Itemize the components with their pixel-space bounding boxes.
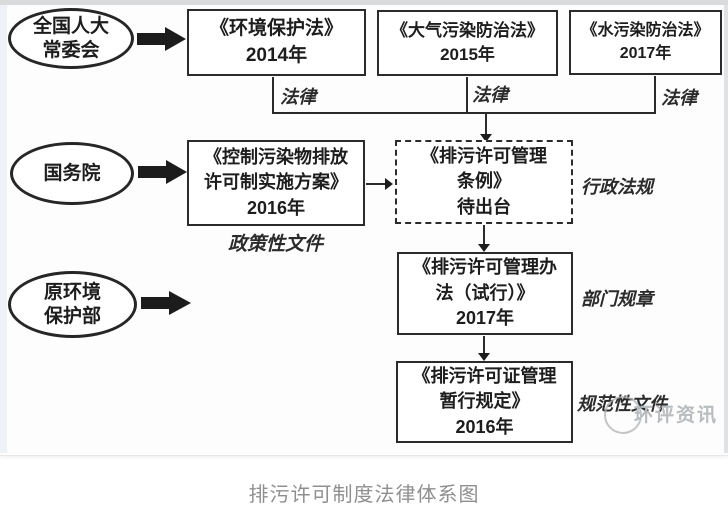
connector-lines [137,27,656,361]
doc-line: 暂行规定》 [439,391,530,412]
category-label-departmental-rule: 部门规章 [581,289,653,310]
doc-line: 2016年 [246,197,306,218]
law-year: 2017年 [619,44,672,62]
arrow-plan-to-regulation [385,178,393,190]
figure-caption: 排污许可制度法律体系图 [248,484,480,506]
photo-right-edge [724,5,728,453]
block-arrow-npc [137,27,186,51]
actor-npc-standing-committee: 全国人大 常委会 [8,8,134,69]
law-box-water-pollution: 《水污染防治法》 2017年 [569,10,722,75]
watermark-logo-icon [604,396,642,434]
category-label-administrative-regulation: 行政法规 [581,177,653,198]
doc-line: 2016年 [455,416,514,437]
block-arrow-state-council [138,160,187,184]
actor-state-council: 国务院 [10,142,134,205]
doc-box-management-measures: 《排污许可管理办 法（试行）》 2017年 [397,252,573,335]
law-tree-lines [272,76,656,135]
actor-former-environment-ministry: 原环境 保护部 [8,271,137,338]
law-box-air-pollution: 《大气污染防治法》 2015年 [377,10,558,76]
law-year: 2015年 [440,45,495,64]
law-title: 《大气污染防治法》 [391,20,544,40]
doc-line: 《控制污染物排放 [204,146,348,167]
doc-line: 待出台 [457,196,511,217]
actor-label: 国务院 [43,162,101,184]
arrow-measures-to-provisions [478,353,490,361]
doc-line: 《排污许可管理办 [413,257,557,278]
doc-line: 《排污许可证管理 [412,365,557,386]
doc-line: 许可制实施方案》 [204,172,348,193]
block-arrow-moep [141,291,191,315]
actor-label: 全国人大 [32,15,109,37]
actor-label: 原环境 [43,281,101,303]
law-title: 《水污染防治法》 [581,21,710,39]
doc-line: 2017年 [455,308,515,329]
category-label-law-1: 法律 [280,87,316,108]
watermark-text: 环评资讯 [634,404,719,426]
arrow-regulation-to-measures [478,244,490,252]
law-box-env-protection: 《环境保护法》 2014年 [187,9,366,76]
doc-line: 条例》 [457,171,511,192]
category-label-law-3: 法律 [661,88,697,109]
doc-box-implementation-plan: 《控制污染物排放 许可制实施方案》 2016年 [187,140,365,226]
doc-line: 《排污许可管理 [421,145,547,166]
photo-top-edge [0,0,728,5]
category-label-policy-document: 政策性文件 [228,233,324,255]
law-title: 《环境保护法》 [209,17,343,39]
diagram-photo: 全国人大 常委会 国务院 原环境 保护部 《环境保护法》 2014年 《大气污染… [0,0,728,456]
photo-left-edge [0,5,7,453]
law-year: 2014年 [245,44,308,66]
doc-box-management-regulation: 《排污许可管理 条例》 待出台 [395,140,573,224]
category-label-law-2: 法律 [472,85,508,106]
actor-label: 常委会 [42,39,100,61]
actor-label: 保护部 [43,305,101,327]
doc-line: 法（试行）》 [435,282,535,303]
arrow-laws-to-regulation [480,134,492,142]
doc-box-interim-provisions: 《排污许可证管理 暂行规定》 2016年 [396,361,573,443]
